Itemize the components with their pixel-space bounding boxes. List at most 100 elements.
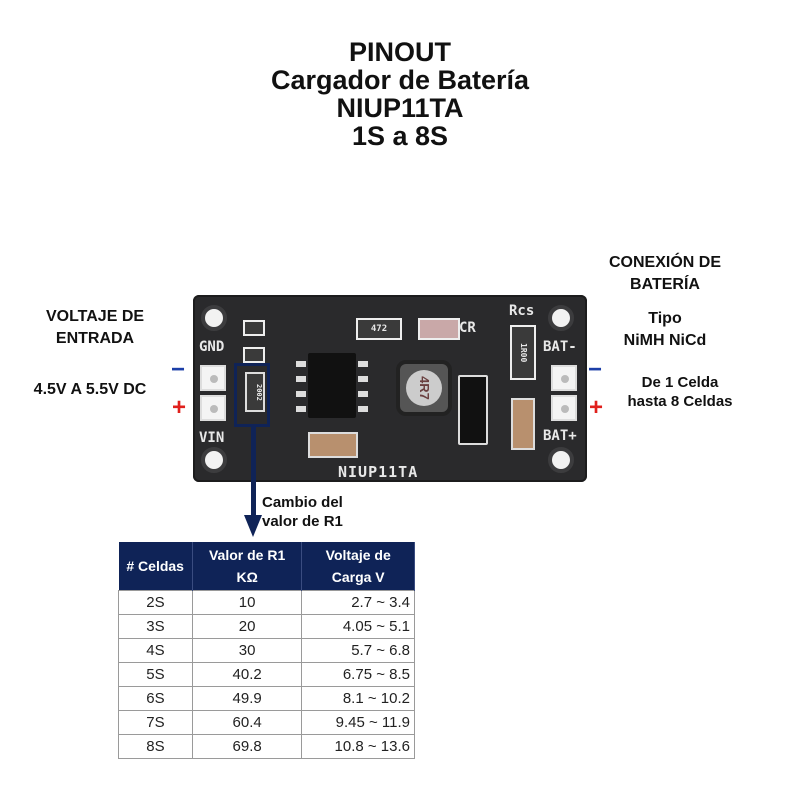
type-line: Tipo (648, 310, 682, 327)
plus-sign: + (172, 394, 187, 421)
header-voltage: Voltaje de Carga V (301, 542, 415, 591)
gnd-pad (200, 365, 226, 391)
voltage-cell: 4.05 ~ 5.1 (301, 614, 415, 639)
voltage-cell: 8.1 ~ 10.2 (301, 686, 415, 711)
r1-value-cell: 20 (191, 614, 303, 639)
header-r1: Valor de R1 KΩ (192, 542, 303, 591)
ic-pin (358, 406, 368, 412)
mounting-hole (548, 305, 574, 331)
title-line: 1S a 8S (351, 121, 449, 151)
table-header-row: # Celdas Valor de R1 KΩ Voltaje de Carga V (118, 542, 415, 591)
bat-plus-pad (551, 395, 577, 421)
r1-values-table: # Celdas Valor de R1 KΩ Voltaje de Carga V… (118, 542, 415, 759)
pcb-board: GND VIN 2002 472 CR Rcs 1R00 BAT- BAT+ 4… (193, 295, 587, 482)
callout-arrow-shaft (251, 427, 256, 517)
ic-pin (296, 376, 306, 382)
voltage-cell: 2.7 ~ 3.4 (301, 590, 415, 615)
voltage-cell: 5.7 ~ 6.8 (301, 638, 415, 663)
voltage-cell: 6.75 ~ 8.5 (301, 662, 415, 687)
mounting-hole (548, 447, 574, 473)
rcs-label: Rcs (509, 303, 535, 319)
header-cells: # Celdas (118, 542, 193, 591)
r1-value-cell: 60.4 (191, 710, 303, 735)
capacitor (308, 432, 358, 458)
cells-cell: 6S (118, 686, 193, 711)
ic-chip (308, 353, 356, 418)
cells-line: hasta 8 Celdas (627, 393, 733, 410)
mounting-hole (201, 447, 227, 473)
arrow-down-icon (244, 515, 262, 537)
page-title: PINOUT Cargador de Batería NIUP11TA 1S a… (0, 38, 800, 150)
heading-line: VOLTAJE DE (45, 308, 145, 325)
heading-line: CONEXIÓN DE (608, 254, 721, 271)
cells-cell: 7S (118, 710, 193, 735)
cells-line: De 1 Celda (641, 374, 719, 391)
diode (458, 375, 488, 445)
resistor-472: 472 (356, 318, 402, 340)
ic-pin (358, 361, 368, 367)
gnd-label: GND (199, 339, 225, 355)
plus-sign: + (589, 394, 604, 421)
r1-resistor: 2002 (245, 372, 265, 412)
inductor-marking: 4R7 (406, 370, 442, 406)
bat-minus-pad (551, 365, 577, 391)
title-line: Cargador de Batería (270, 65, 530, 95)
bat-plus-label: BAT+ (543, 428, 577, 444)
voltage-cell: 10.8 ~ 13.6 (301, 734, 415, 759)
header-text: KΩ (236, 569, 258, 585)
ic-pin (358, 376, 368, 382)
vin-label: VIN (199, 430, 225, 446)
vin-pad (200, 395, 226, 421)
r1-value-cell: 49.9 (191, 686, 303, 711)
cells-cell: 4S (118, 638, 193, 663)
battery-connection-heading: CONEXIÓN DE BATERÍA (590, 252, 740, 296)
cells-cell: 3S (118, 614, 193, 639)
battery-type: Tipo NiMH NiCd (595, 308, 735, 352)
board-name-label: NIUP11TA (338, 463, 419, 481)
cells-cell: 2S (118, 590, 193, 615)
rcs-resistor: 1R00 (510, 325, 536, 380)
r1-highlight-box (234, 363, 270, 427)
inductor: 4R7 (396, 360, 452, 416)
header-text: Valor de R1 (208, 547, 286, 563)
callout-line: Cambio del (262, 494, 343, 511)
header-text: Carga V (331, 569, 385, 585)
ic-pin (296, 361, 306, 367)
cr-label: CR (459, 320, 476, 336)
ic-pin (296, 406, 306, 412)
title-line: NIUP11TA (336, 93, 464, 123)
minus-sign: − (588, 356, 603, 383)
voltage-cell: 9.45 ~ 11.9 (301, 710, 415, 735)
r1-value-cell: 10 (191, 590, 303, 615)
cells-cell: 8S (118, 734, 193, 759)
ic-pin (358, 391, 368, 397)
callout-line: valor de R1 (262, 513, 343, 530)
ic-pin (296, 391, 306, 397)
battery-cells: De 1 Celda hasta 8 Celdas (610, 373, 750, 411)
title-line: PINOUT (348, 37, 451, 67)
r1-value-cell: 40.2 (191, 662, 303, 687)
header-text: Voltaje de (325, 547, 391, 563)
r1-callout: Cambio del valor de R1 (262, 493, 343, 531)
bat-minus-label: BAT- (543, 339, 577, 355)
smd-resistor (243, 320, 265, 336)
smd-resistor (243, 347, 265, 363)
input-voltage-range: 4.5V A 5.5V DC (33, 381, 147, 398)
heading-line: BATERÍA (630, 276, 700, 293)
r1-value-cell: 30 (191, 638, 303, 663)
cells-cell: 5S (118, 662, 193, 687)
r1-value-cell: 69.8 (191, 734, 303, 759)
mounting-hole (201, 305, 227, 331)
header-text: # Celdas (126, 558, 184, 574)
heading-line: ENTRADA (55, 330, 135, 347)
capacitor (511, 398, 535, 450)
minus-sign: − (171, 356, 186, 383)
input-voltage-heading: VOLTAJE DE ENTRADA (20, 306, 170, 350)
